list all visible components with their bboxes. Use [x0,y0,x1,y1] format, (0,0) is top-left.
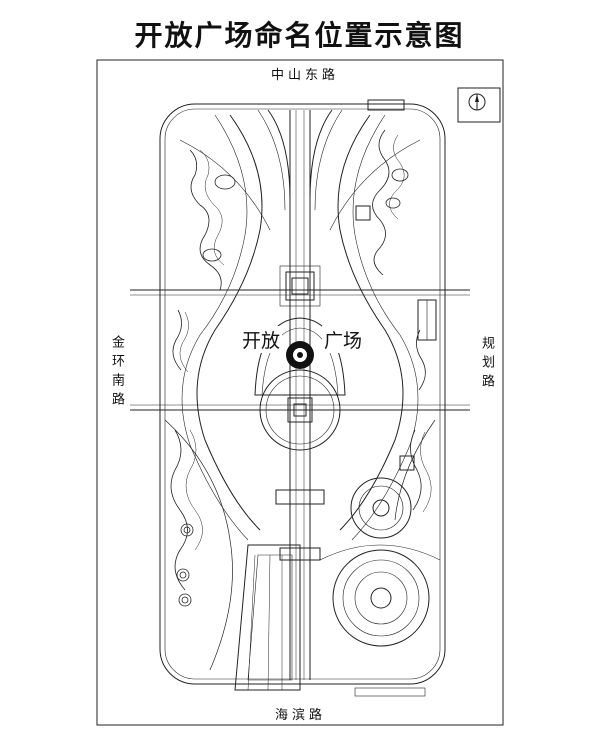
compass-box [457,87,501,123]
road-label-south: 海滨路 [272,704,330,723]
fountain-marker [286,341,314,369]
plaza-label-left: 开放 [240,326,283,353]
road-label-west: 金环南路 [104,335,129,411]
site-boundary [159,103,446,685]
map-title: 开放广场命名位置示意图 [134,19,465,52]
road-label-east: 规划路 [474,336,499,393]
north-arrow-icon [468,93,486,111]
road-label-north: 中山东路 [268,64,343,83]
plaza-label-right: 广场 [322,326,365,353]
outer-frame [96,59,504,726]
